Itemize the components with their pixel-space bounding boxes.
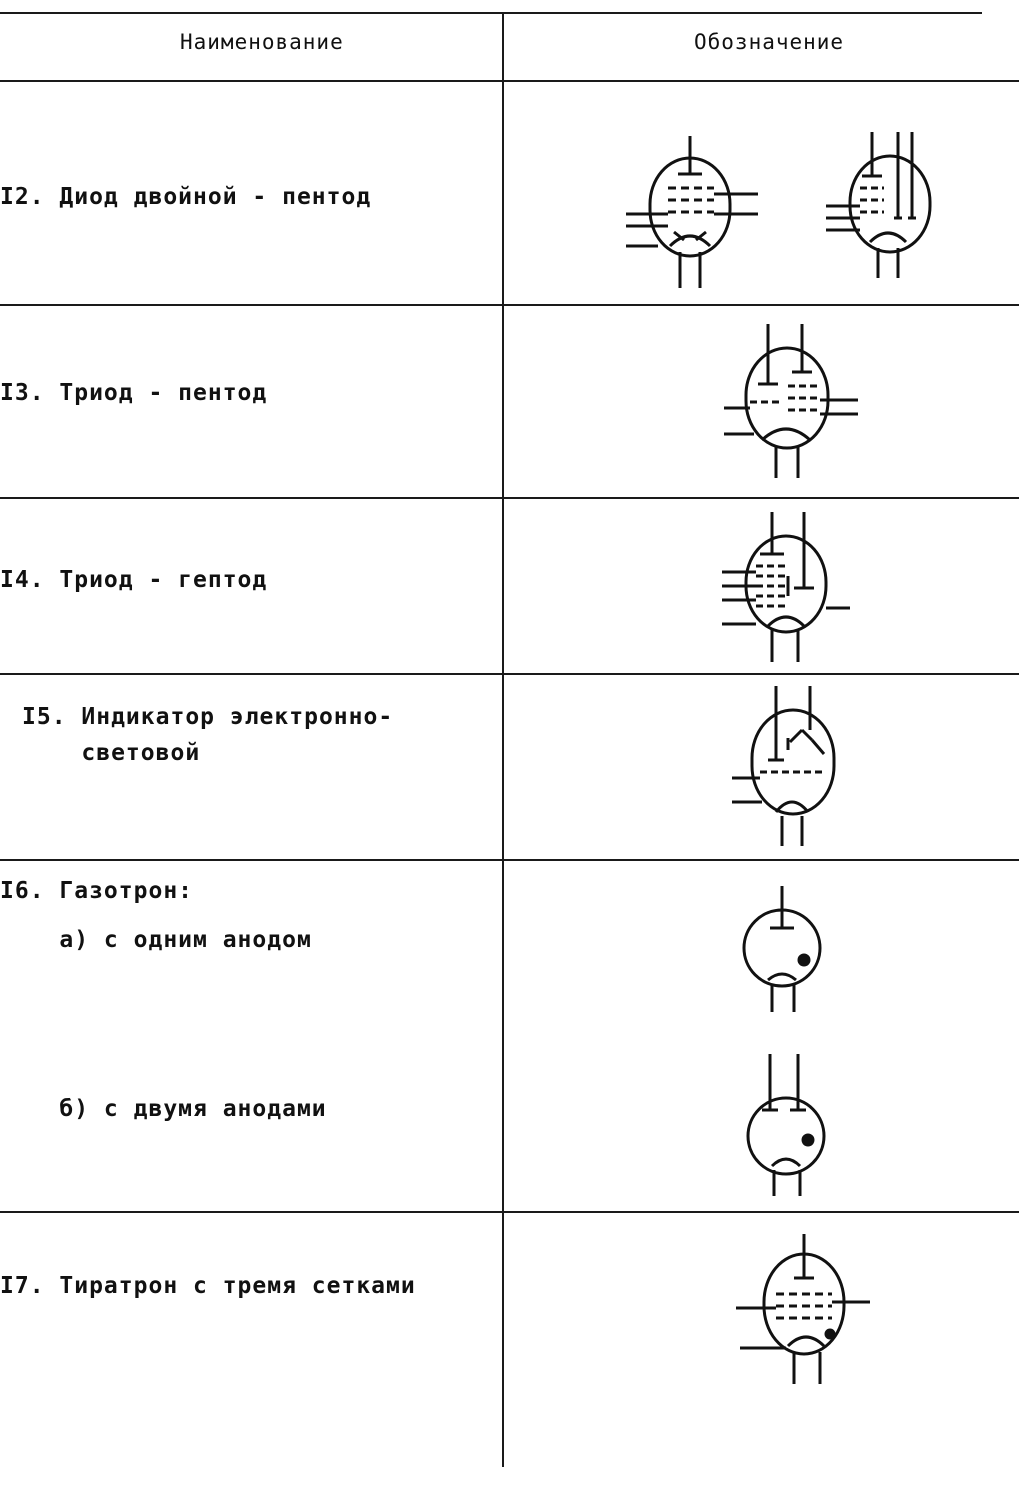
row-name: I3. Триод - пентод — [0, 380, 268, 406]
thyratron-three-grids-symbol — [736, 1234, 874, 1386]
triode-pentode-symbol — [722, 322, 862, 482]
header-bottom-border — [0, 80, 1019, 82]
double-diode-pentode-symbol-a — [618, 130, 768, 292]
double-diode-pentode-symbol-b — [822, 128, 940, 282]
row-divider — [0, 673, 1019, 675]
row-name: I6. Газотрон: — [0, 878, 194, 904]
gasotron-two-anodes-symbol — [742, 1052, 832, 1198]
row-subitem-b: б) с двумя анодами — [0, 1096, 327, 1122]
row-subitem-a: а) с одним анодом — [0, 927, 312, 953]
row-divider — [0, 497, 1019, 499]
row-name-line2: световой — [22, 740, 201, 766]
column-divider — [502, 12, 504, 1467]
row-name-line1: I5. Индикатор электронно- — [22, 704, 394, 730]
table-top-border — [0, 12, 982, 14]
column-header-name: Наименование — [180, 30, 344, 54]
triode-heptode-symbol — [720, 510, 854, 666]
column-header-symbol: Обозначение — [694, 30, 845, 54]
electron-light-indicator-symbol — [730, 684, 840, 848]
row-divider — [0, 859, 1019, 861]
row-name: I4. Триод - гептод — [0, 567, 268, 593]
row-name: I7. Тиратрон с тремя сетками — [0, 1273, 416, 1299]
row-divider — [0, 304, 1019, 306]
row-name: I2. Диод двойной - пентод — [0, 184, 372, 210]
row-divider — [0, 1211, 1019, 1213]
gasotron-one-anode-symbol — [738, 884, 828, 1014]
